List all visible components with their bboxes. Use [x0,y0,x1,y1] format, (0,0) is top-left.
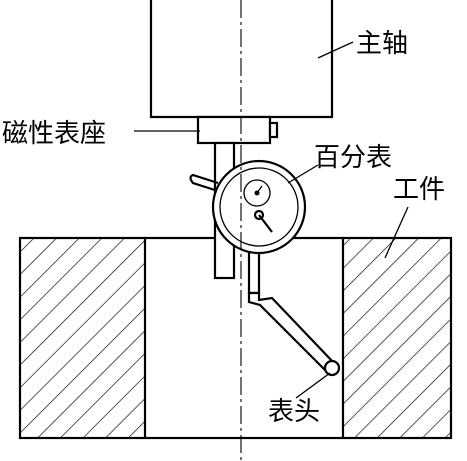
gauge-tip [323,359,341,377]
clamp-lever [189,173,219,193]
workpiece-right-wall [343,238,451,438]
label-spindle: 主轴 [356,29,408,59]
workpiece [18,236,453,440]
leader-workpiece [384,206,409,259]
label-magnetic-base: 磁性表座 [2,119,106,149]
gauge-stem [247,236,335,372]
leader-gauge-head [295,372,331,399]
workpiece-left-wall [20,238,145,438]
leader-spindle [317,41,354,59]
label-dial-indicator: 百分表 [314,143,392,173]
label-workpiece: 工件 [393,175,445,205]
label-gauge-head: 表头 [268,397,320,427]
leader-dial-indicator [287,164,319,184]
dial-indicator [211,159,307,255]
